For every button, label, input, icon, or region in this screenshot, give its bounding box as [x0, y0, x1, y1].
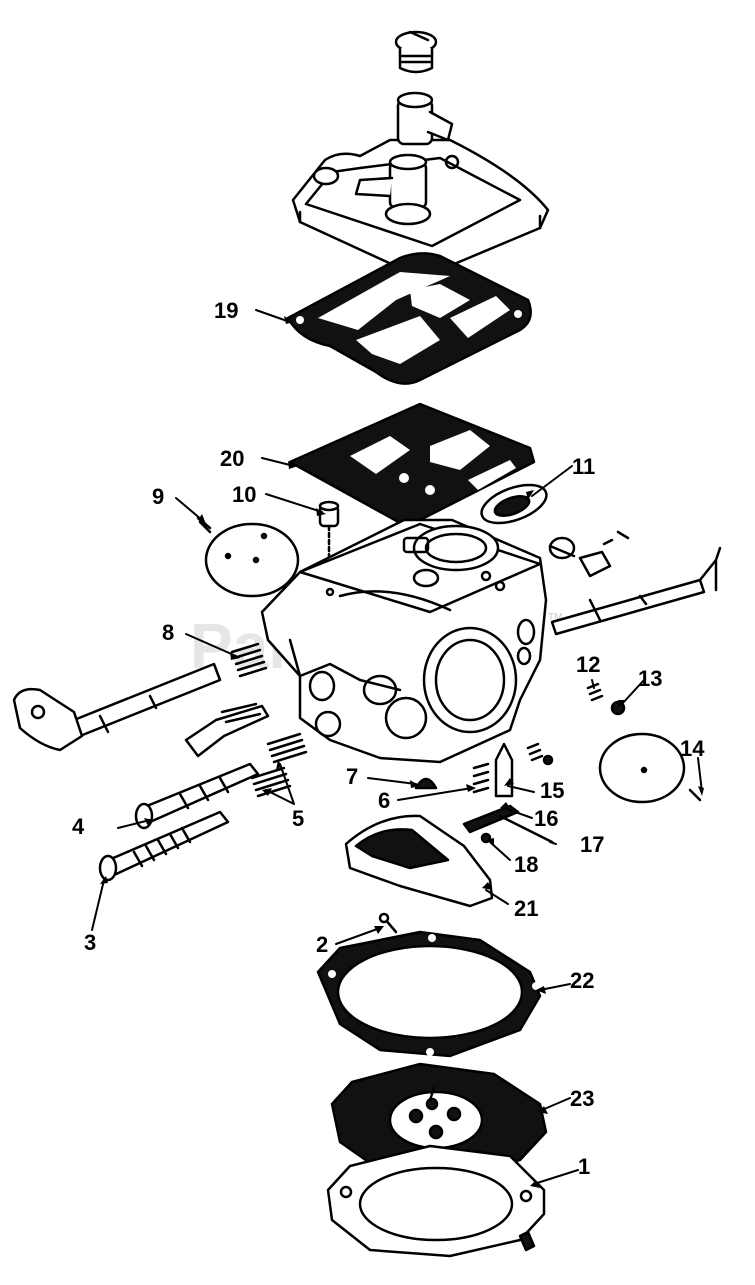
callout-17: 17 — [580, 832, 604, 857]
leader-lines — [91, 309, 703, 1185]
part-14-diaphragm — [598, 732, 702, 804]
metering-plate-21 — [344, 814, 494, 908]
trademark-mark: TM — [548, 612, 562, 623]
callout-23: 23 — [570, 1086, 594, 1111]
choke-shaft-left — [12, 662, 222, 752]
cover-1 — [326, 1144, 546, 1258]
part-9-diaphragm — [196, 516, 300, 598]
callout-9: 9 — [152, 484, 164, 509]
callout-13: 13 — [638, 666, 662, 691]
callout-5: 5 — [292, 806, 304, 831]
callout-18: 18 — [514, 852, 538, 877]
part-15-needle — [494, 742, 514, 798]
callout-6: 6 — [378, 788, 390, 813]
callout-10: 10 — [232, 482, 256, 507]
callout-8: 8 — [162, 620, 174, 645]
needle-3 — [98, 810, 230, 882]
springs-5 — [250, 732, 308, 798]
callout-11: 11 — [572, 454, 595, 479]
carburetor-body — [260, 518, 548, 764]
callout-labels: 19 20 11 10 9 8 12 13 14 7 6 15 16 17 18… — [72, 298, 705, 1179]
throttle-shaft-right — [548, 530, 722, 636]
small-spring-mid — [526, 742, 554, 766]
needle-4 — [134, 762, 260, 830]
part-6-spring — [472, 762, 490, 794]
callout-4: 4 — [72, 814, 85, 839]
callout-21: 21 — [514, 896, 538, 921]
part-2-screw — [378, 912, 398, 934]
callout-2: 2 — [316, 932, 328, 957]
callout-12: 12 — [576, 652, 600, 677]
callout-14: 14 — [680, 736, 705, 761]
spring-8 — [230, 642, 268, 678]
callout-20: 20 — [220, 446, 244, 471]
callout-1: 1 — [578, 1154, 590, 1179]
top-plug-screw — [394, 30, 438, 74]
part-17-pin — [498, 814, 554, 844]
part-7 — [414, 777, 438, 790]
callout-19: 19 — [214, 298, 238, 323]
gasket-19 — [286, 252, 532, 385]
gasket-22 — [316, 930, 542, 1058]
callout-16: 16 — [534, 806, 558, 831]
arrowheads — [100, 316, 704, 1188]
part-12-spring — [586, 682, 604, 702]
callout-3: 3 — [84, 930, 96, 955]
callout-7: 7 — [346, 764, 358, 789]
lever-part — [184, 702, 270, 758]
callout-15: 15 — [540, 778, 564, 803]
pump-cover — [291, 91, 550, 274]
callout-22: 22 — [570, 968, 594, 993]
